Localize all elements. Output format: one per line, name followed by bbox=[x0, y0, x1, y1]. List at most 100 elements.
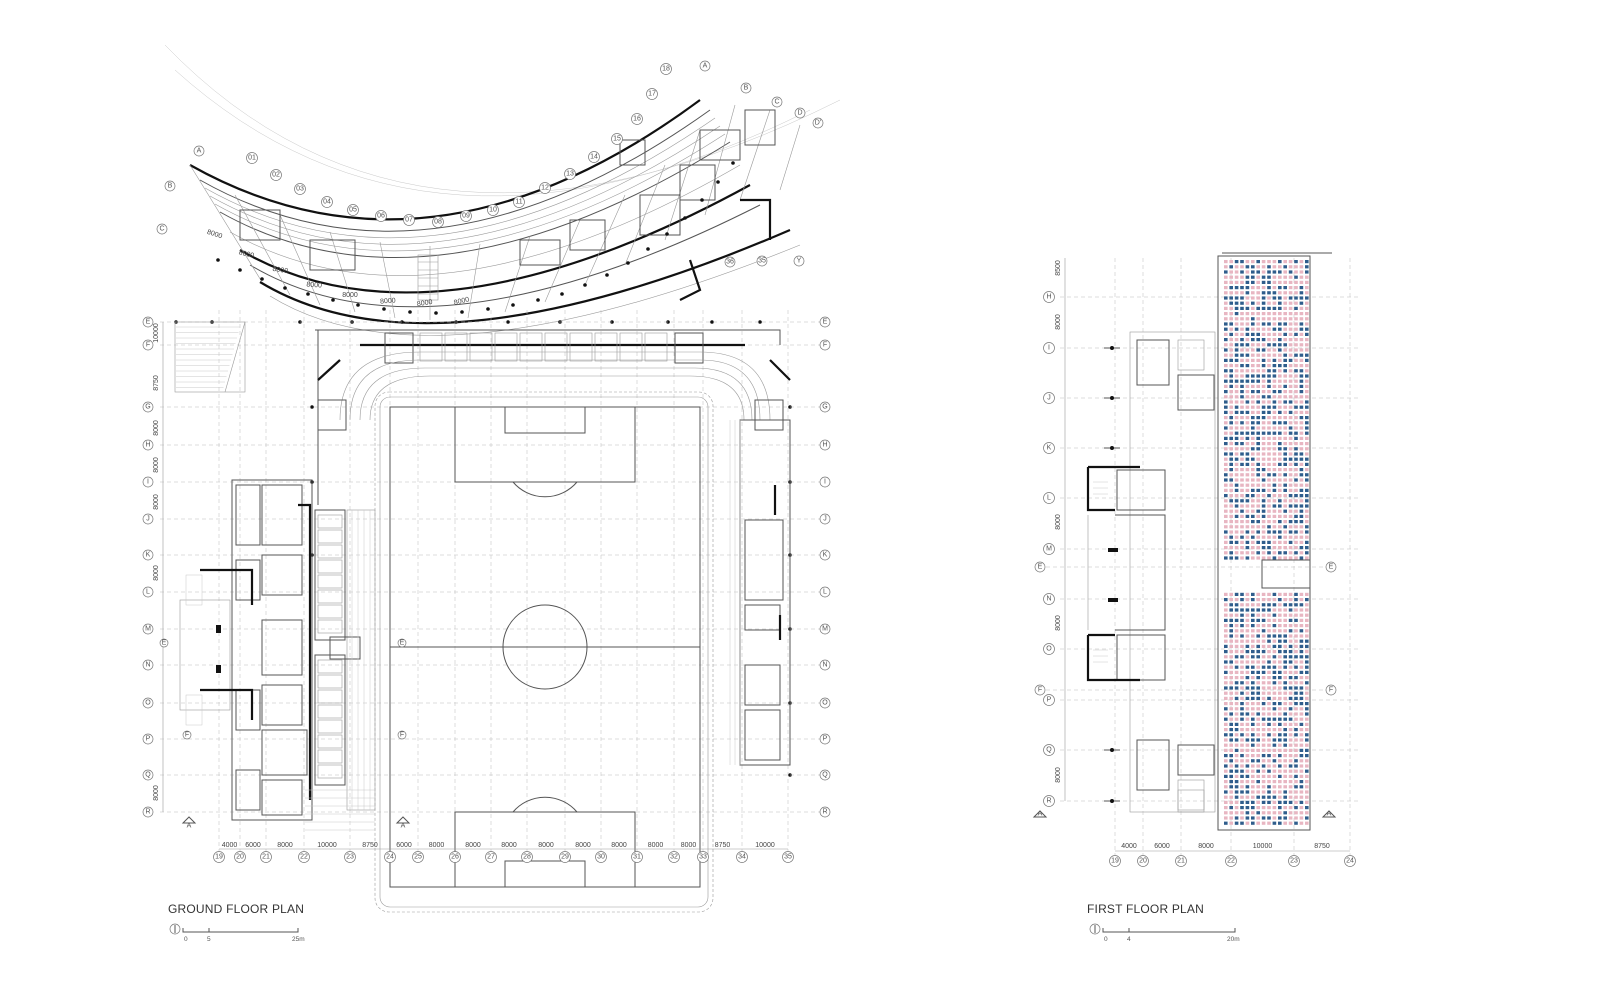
seat bbox=[1261, 275, 1266, 279]
first-mark-e-left: E bbox=[1038, 564, 1043, 571]
seat bbox=[1261, 728, 1266, 732]
seat bbox=[1240, 691, 1244, 695]
seat bbox=[1283, 286, 1287, 290]
seat bbox=[1245, 473, 1250, 477]
seat bbox=[1229, 301, 1233, 305]
ground-row-bubble-right-circle bbox=[819, 316, 831, 328]
seat bbox=[1256, 426, 1260, 430]
seat bbox=[1234, 312, 1239, 316]
seat bbox=[1261, 608, 1266, 612]
seat bbox=[1245, 312, 1250, 316]
seat bbox=[1229, 696, 1233, 700]
seat bbox=[1278, 618, 1282, 622]
seat bbox=[1283, 556, 1287, 560]
seat bbox=[1261, 598, 1266, 602]
arc-bubble-circle bbox=[294, 183, 306, 195]
seat bbox=[1288, 468, 1293, 472]
arc-bubble: 01 bbox=[248, 155, 256, 162]
seat bbox=[1294, 442, 1298, 446]
seat bbox=[1288, 442, 1293, 446]
seat bbox=[1288, 748, 1293, 752]
seat bbox=[1288, 494, 1293, 498]
seat bbox=[1256, 468, 1260, 472]
seat bbox=[1272, 483, 1277, 487]
seat bbox=[1245, 504, 1250, 508]
seat bbox=[1240, 379, 1244, 383]
seat bbox=[1240, 275, 1244, 279]
seat bbox=[1240, 369, 1244, 373]
column-dot bbox=[310, 405, 314, 409]
seat bbox=[1278, 483, 1282, 487]
seat bbox=[1267, 504, 1271, 508]
seat bbox=[1288, 764, 1293, 768]
seat bbox=[1283, 260, 1287, 264]
seat bbox=[1245, 457, 1250, 461]
seat bbox=[1267, 624, 1271, 628]
seat bbox=[1278, 504, 1282, 508]
ground-row-bubble-left: O bbox=[145, 700, 151, 707]
seat bbox=[1256, 494, 1260, 498]
seat bbox=[1240, 681, 1244, 685]
seat bbox=[1240, 748, 1244, 752]
seat bbox=[1240, 603, 1244, 607]
arc-columns bbox=[174, 161, 792, 777]
seat bbox=[1256, 421, 1260, 425]
seat bbox=[1278, 421, 1282, 425]
seat bbox=[1299, 795, 1304, 799]
seat bbox=[1299, 629, 1304, 633]
seat bbox=[1267, 405, 1271, 409]
seat bbox=[1267, 795, 1271, 799]
seat bbox=[1224, 520, 1228, 524]
arc-bubble-circle bbox=[631, 113, 643, 125]
seat bbox=[1288, 343, 1293, 347]
seat bbox=[1234, 286, 1239, 290]
section-mark-e: E bbox=[400, 640, 405, 647]
seat bbox=[1261, 743, 1266, 747]
seat bbox=[1234, 520, 1239, 524]
seat bbox=[1278, 816, 1282, 820]
seat bbox=[1283, 395, 1287, 399]
seat bbox=[1240, 707, 1244, 711]
seat bbox=[1251, 769, 1255, 773]
right-col-bubble: Y bbox=[797, 258, 802, 265]
first-row-bubble: K bbox=[1047, 445, 1052, 452]
seat bbox=[1283, 769, 1287, 773]
seat bbox=[1272, 634, 1277, 638]
seat bbox=[1224, 374, 1228, 378]
ground-row-dim: 8000 bbox=[153, 457, 160, 473]
arc-bubble-circle bbox=[564, 168, 576, 180]
first-col-bubble-circle bbox=[1344, 855, 1356, 867]
seat bbox=[1299, 655, 1304, 659]
seat bbox=[1283, 811, 1287, 815]
seat bbox=[1251, 556, 1255, 560]
seat bbox=[1267, 442, 1271, 446]
seat bbox=[1283, 483, 1287, 487]
seat bbox=[1272, 327, 1277, 331]
seat bbox=[1294, 306, 1298, 310]
seat bbox=[1305, 280, 1309, 284]
seat bbox=[1245, 431, 1250, 435]
seat bbox=[1288, 364, 1293, 368]
seat bbox=[1256, 629, 1260, 633]
ground-col-bubble-circle bbox=[384, 851, 396, 863]
seat bbox=[1278, 400, 1282, 404]
seat bbox=[1283, 618, 1287, 622]
seat bbox=[1251, 540, 1255, 544]
seat bbox=[1299, 478, 1304, 482]
seat bbox=[1224, 364, 1228, 368]
seat bbox=[1245, 322, 1250, 326]
seat bbox=[1240, 790, 1244, 794]
seat bbox=[1261, 634, 1266, 638]
north-stand-room bbox=[494, 332, 518, 362]
seat bbox=[1299, 410, 1304, 414]
seat bbox=[1305, 660, 1309, 664]
ground-row-bubble-left: I bbox=[147, 479, 149, 486]
seat bbox=[1278, 639, 1282, 643]
seat bbox=[1256, 603, 1260, 607]
seat bbox=[1224, 707, 1228, 711]
seat bbox=[1224, 405, 1228, 409]
seat bbox=[1224, 691, 1228, 695]
seat bbox=[1288, 436, 1293, 440]
seat bbox=[1251, 546, 1255, 550]
